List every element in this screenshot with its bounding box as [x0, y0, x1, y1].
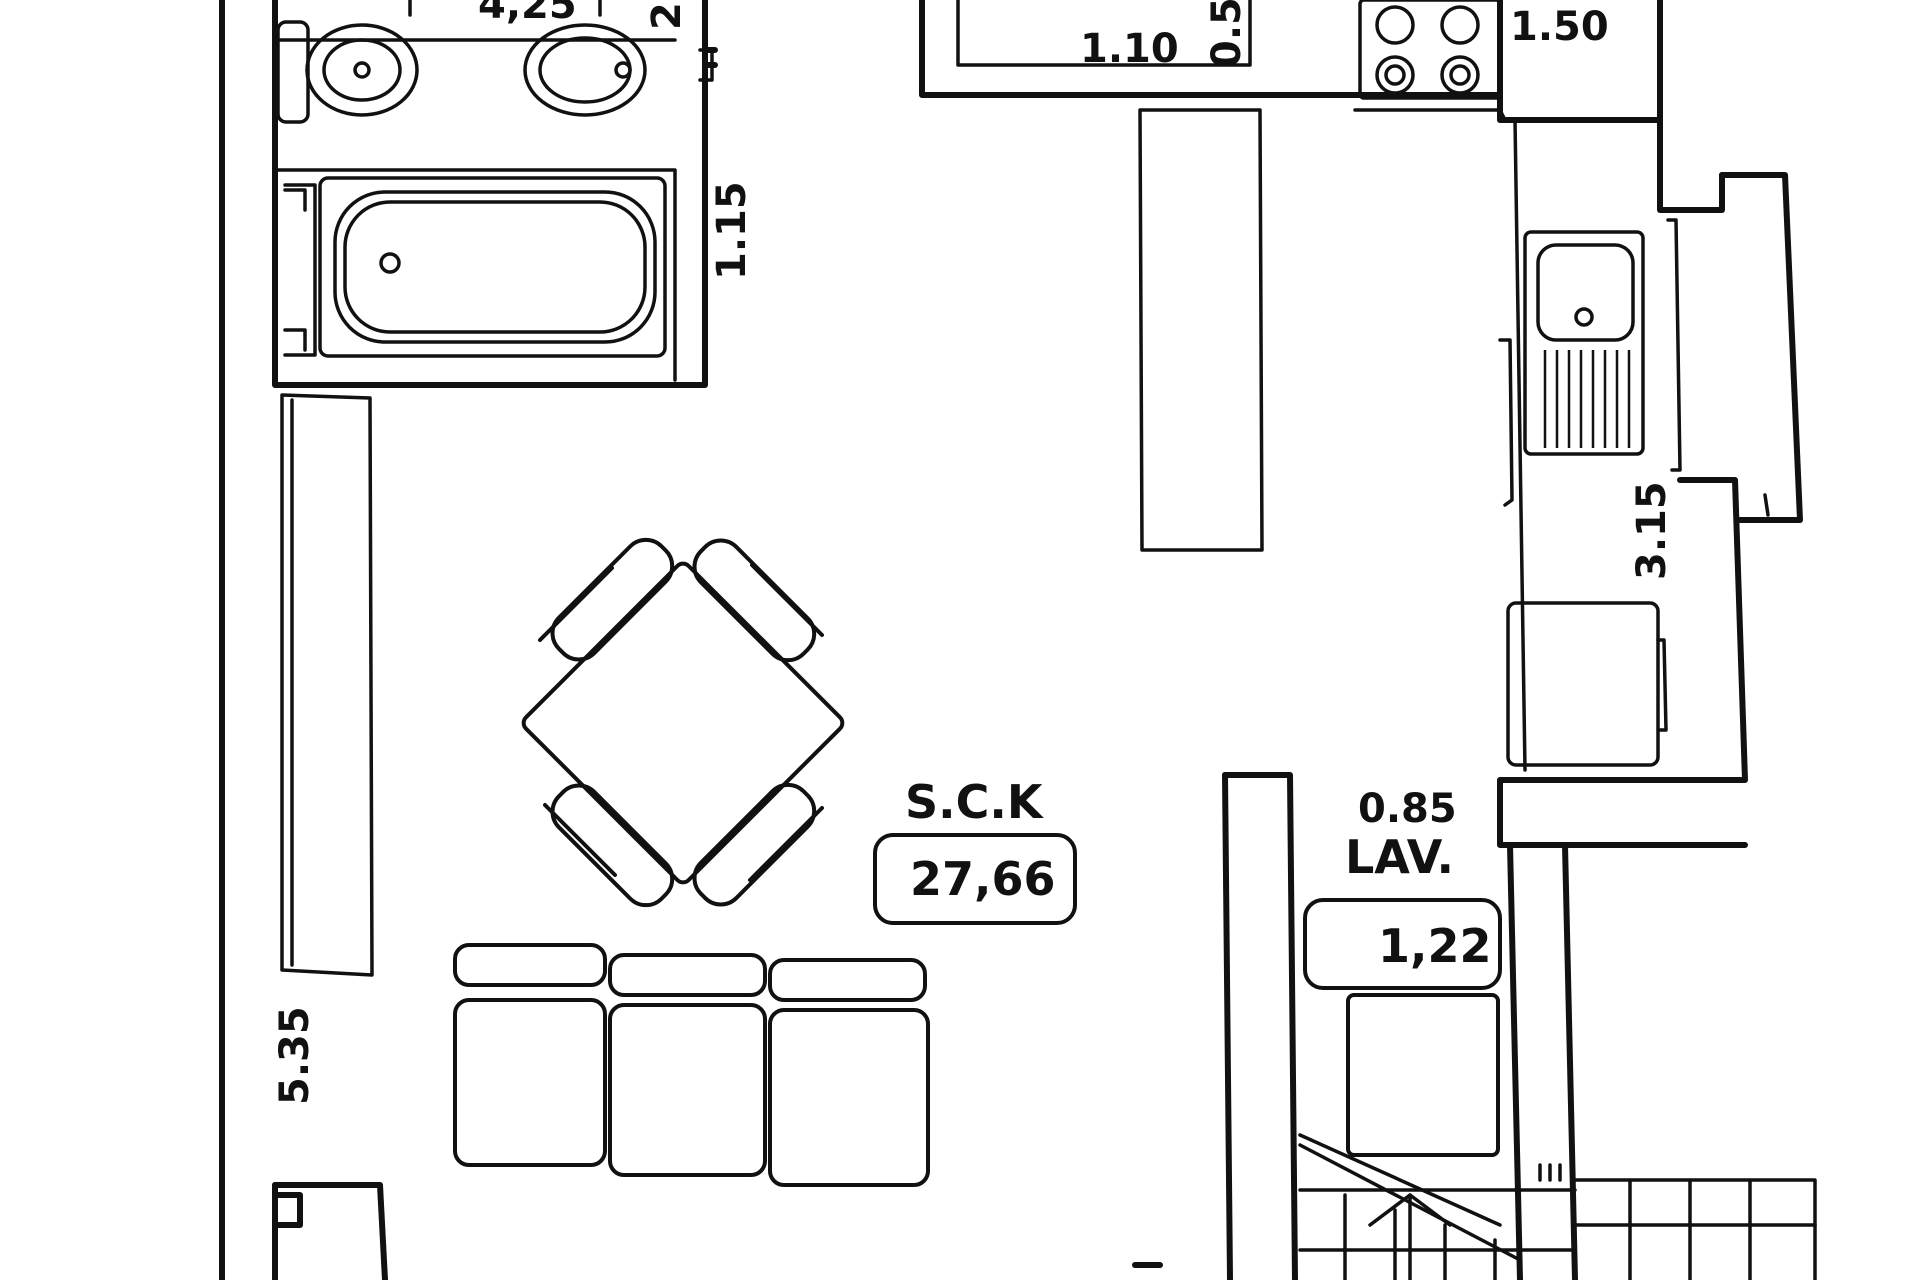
sink: [1523, 230, 1645, 456]
top-center-unit: [956, 0, 1264, 552]
room-area-main: 27,66: [910, 852, 1056, 906]
room-label-main: S.C.K: [905, 775, 1045, 829]
stove: [1358, 0, 1502, 100]
stairs: [1298, 1163, 1817, 1280]
area-box-laundry: [1303, 898, 1502, 990]
bidet: [523, 23, 647, 117]
chair: [543, 783, 675, 908]
area-box-main: [873, 833, 1077, 925]
chair: [692, 538, 824, 663]
dim-bath-height: 1.15: [709, 181, 755, 280]
dim-top-center-height: 0.5: [1204, 0, 1250, 68]
kitchen-counter: [1353, 108, 1770, 772]
dim-left-wall: 5.35: [272, 1006, 318, 1105]
sofa: [453, 943, 930, 1187]
bathroom: [273, 0, 714, 387]
dim-top-left-edge: 2.: [644, 0, 690, 30]
toilet: [276, 20, 419, 124]
wardrobe: [280, 393, 374, 977]
chair: [538, 537, 675, 662]
dining-table: [521, 537, 845, 908]
dim-top-left: 4,25: [478, 0, 577, 28]
dim-lav-width: 0.85: [1358, 786, 1457, 832]
dim-top-right-width: 1.50: [1510, 4, 1609, 50]
room-label-laundry: LAV.: [1345, 830, 1454, 884]
laundry-room: [1298, 993, 1522, 1280]
chair: [692, 782, 824, 907]
dim-top-center-width: 1.10: [1080, 26, 1179, 72]
bathtub: [318, 176, 667, 358]
dim-kitchen-length: 3.15: [1629, 481, 1675, 580]
room-area-laundry: 1,22: [1378, 919, 1492, 973]
